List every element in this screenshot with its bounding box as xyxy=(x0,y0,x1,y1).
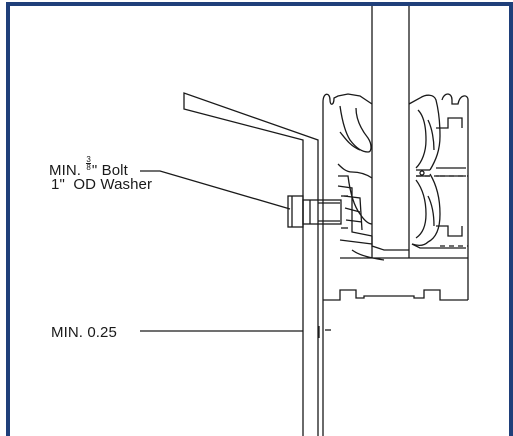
bolt-size-denominator: 8 xyxy=(86,163,91,172)
right-clip xyxy=(408,93,469,300)
bolt-leader-line xyxy=(140,170,291,210)
center-lines xyxy=(416,175,468,247)
bolt-callout-suffix: " Bolt xyxy=(91,162,128,179)
washer-callout: 1" OD Washer xyxy=(51,176,153,193)
min-thickness-callout: MIN. 0.25 xyxy=(51,324,117,341)
vertical-panel xyxy=(371,6,410,258)
bolt-callout-prefix: MIN. xyxy=(49,162,82,179)
bottom-track xyxy=(323,257,468,301)
bolt-size-numerator: 3 xyxy=(86,155,91,164)
frame-border xyxy=(6,2,513,436)
left-clip xyxy=(322,93,409,436)
wall-bracket xyxy=(183,92,331,436)
